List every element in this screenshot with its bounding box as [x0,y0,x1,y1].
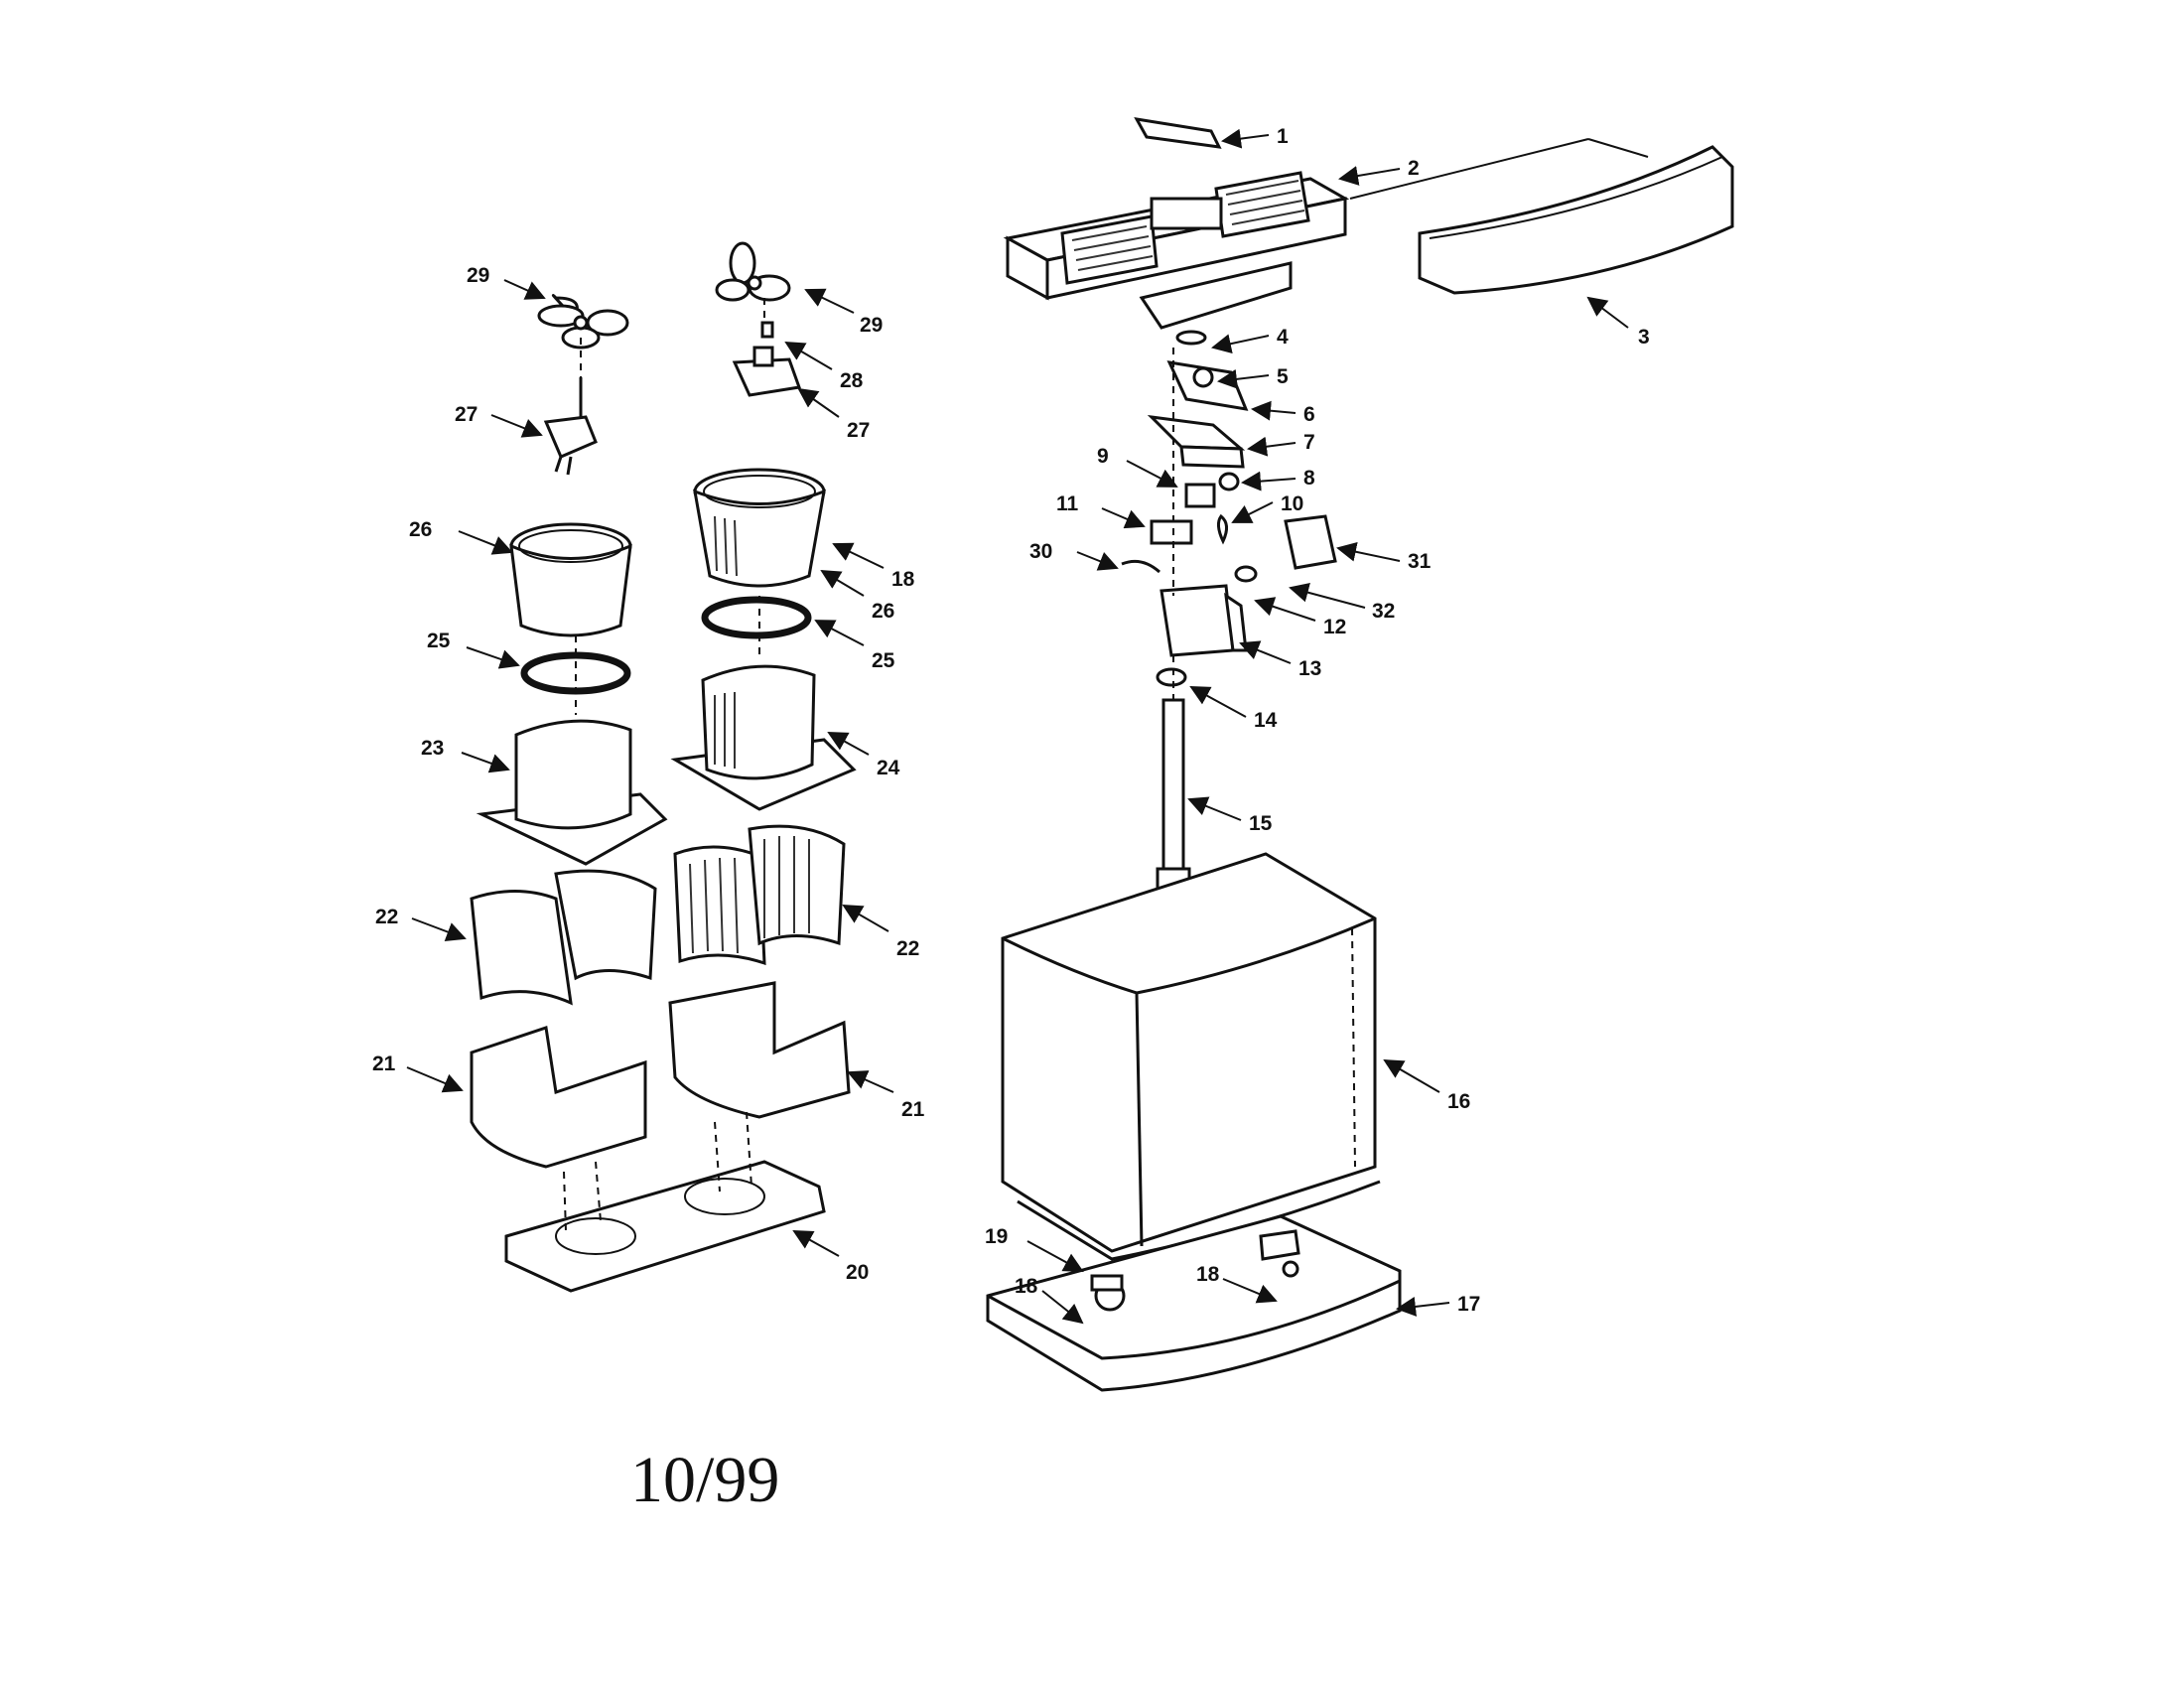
callout-29b: 29 [860,314,883,337]
callout-16: 16 [1447,1090,1470,1113]
callout-18a: 18 [1015,1275,1038,1298]
part-27-motor-right [732,321,802,397]
callout-8: 8 [1303,467,1315,490]
part-29-fan-left [537,294,629,350]
part-2-top-housing [1003,171,1350,330]
callout-20: 20 [846,1261,869,1284]
callout-13: 13 [1298,657,1321,680]
callout-27a: 27 [455,403,478,426]
part-1-cover [1134,117,1222,149]
part-16-tank [1001,852,1381,1261]
callout-25a: 25 [427,630,451,652]
callout-19: 19 [985,1225,1008,1248]
part-26-bucket-right [693,468,826,588]
callout-25b: 25 [872,649,895,672]
part-23-cylinder [476,719,668,866]
callout-21a: 21 [372,1052,396,1075]
part-22-filter-right [673,824,846,966]
callout-9: 9 [1097,445,1109,468]
callout-18b: 18 [1196,1263,1220,1286]
part-21-tray-right [668,981,851,1119]
part-21-tray-left [470,1026,647,1169]
callout-24: 24 [877,757,900,779]
callout-10: 10 [1281,492,1303,515]
callout-31: 31 [1408,550,1432,573]
callout-32: 32 [1372,600,1395,623]
callout-14: 14 [1254,709,1278,732]
callout-7: 7 [1303,431,1315,454]
part-29-fan-right [715,241,791,302]
callout-22a: 22 [375,906,398,928]
callout-30: 30 [1029,540,1052,563]
callout-22b: 22 [896,937,919,960]
callout-12: 12 [1323,616,1346,638]
callout-4: 4 [1277,326,1289,349]
callout-1: 1 [1277,125,1289,148]
callout-27b: 27 [847,419,870,442]
part-25-ring-right [701,596,812,639]
part-22-filter-left [470,869,657,1006]
callout-28: 28 [840,369,864,392]
part-27-motor-left [543,377,598,476]
callout-2: 2 [1408,157,1420,180]
date-code: 10/99 [630,1444,779,1516]
callout-26b: 26 [872,600,894,623]
callout-11: 11 [1056,492,1079,515]
assembly-centerlines [575,298,1174,715]
callout-15: 15 [1249,812,1273,835]
callout-23: 23 [421,737,444,760]
callout-21b: 21 [901,1098,925,1121]
callout-18c: 18 [891,568,915,591]
part-3-front-panel [1349,138,1734,295]
callout-26a: 26 [409,518,432,541]
callout-5: 5 [1277,365,1289,388]
part-24-cylinder [670,664,857,811]
part-26-bucket-left [509,522,632,637]
callout-3: 3 [1638,326,1650,349]
part-17-base [986,1214,1402,1392]
part-25-ring-left [520,651,631,695]
callout-29a: 29 [467,264,489,287]
part-20-base-tray [504,1111,826,1293]
callout-6: 6 [1303,403,1315,426]
callouts: 1 2 3 4 5 6 7 8 9 10 11 30 31 12 32 13 1 [372,125,1650,1325]
callout-17: 17 [1457,1293,1480,1316]
